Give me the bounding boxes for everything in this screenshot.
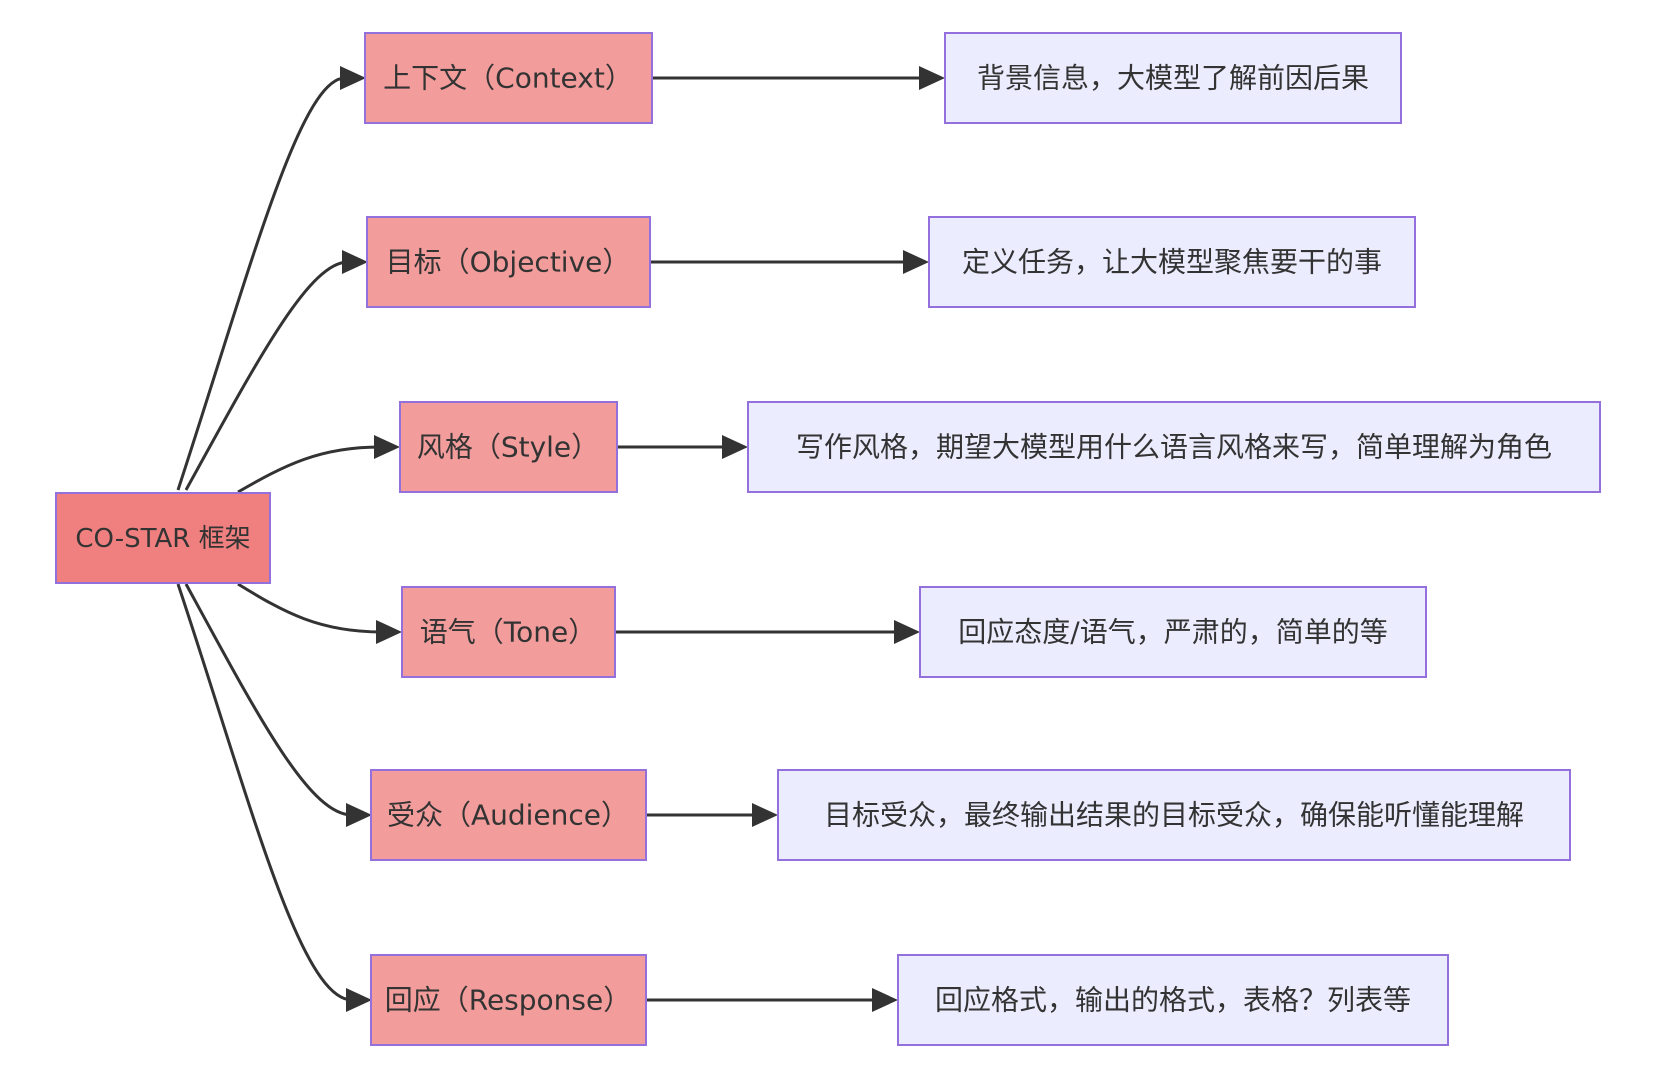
desc-response[interactable]: 回应格式，输出的格式，表格？列表等 bbox=[897, 954, 1449, 1046]
desc-tone-text: 回应态度/语气，严肃的，简单的等 bbox=[958, 616, 1387, 649]
arrowhead-root-audience bbox=[346, 803, 372, 827]
node-style-label: 风格（Style） bbox=[417, 431, 599, 464]
edge-root-context bbox=[176, 76, 346, 491]
desc-style-text: 写作风格，期望大模型用什么语言风格来写，简单理解为角色 bbox=[796, 431, 1552, 464]
node-response-label: 回应（Response） bbox=[385, 984, 631, 1017]
node-audience[interactable]: 受众（Audience） bbox=[370, 769, 647, 861]
arrowhead-objective-desc bbox=[903, 250, 929, 274]
arrowhead-root-objective bbox=[342, 250, 368, 274]
node-response[interactable]: 回应（Response） bbox=[370, 954, 647, 1046]
arrowhead-tone-desc bbox=[894, 620, 920, 644]
edge-root-style bbox=[237, 445, 381, 494]
desc-context[interactable]: 背景信息，大模型了解前因后果 bbox=[944, 32, 1402, 124]
arrowhead-context-desc bbox=[919, 66, 945, 90]
leaf-edges bbox=[615, 66, 945, 1012]
desc-objective[interactable]: 定义任务，让大模型聚焦要干的事 bbox=[928, 216, 1416, 308]
node-style[interactable]: 风格（Style） bbox=[399, 401, 618, 493]
edge-root-objective bbox=[184, 260, 349, 491]
node-objective[interactable]: 目标（Objective） bbox=[366, 216, 651, 308]
desc-audience[interactable]: 目标受众，最终输出结果的目标受众，确保能听懂能理解 bbox=[777, 769, 1571, 861]
desc-style[interactable]: 写作风格，期望大模型用什么语言风格来写，简单理解为角色 bbox=[747, 401, 1601, 493]
arrowhead-root-context bbox=[340, 66, 366, 90]
node-context-label: 上下文（Context） bbox=[383, 62, 633, 95]
desc-context-text: 背景信息，大模型了解前因后果 bbox=[977, 62, 1369, 95]
desc-audience-text: 目标受众，最终输出结果的目标受众，确保能听懂能理解 bbox=[824, 799, 1524, 832]
arrowhead-audience-desc bbox=[752, 803, 778, 827]
desc-response-text: 回应格式，输出的格式，表格？列表等 bbox=[935, 984, 1411, 1017]
arrowhead-response-desc bbox=[872, 988, 898, 1012]
arrowhead-style-desc bbox=[722, 435, 748, 459]
arrowhead-root-style bbox=[374, 435, 400, 459]
root-edges bbox=[176, 66, 402, 1012]
root-label: CO-STAR 框架 bbox=[75, 524, 250, 554]
arrowhead-root-tone bbox=[376, 620, 402, 644]
arrowhead-root-response bbox=[346, 988, 372, 1012]
node-context[interactable]: 上下文（Context） bbox=[364, 32, 653, 124]
edge-root-audience bbox=[184, 583, 353, 817]
root-node[interactable]: CO-STAR 框架 bbox=[55, 492, 271, 584]
node-objective-label: 目标（Objective） bbox=[386, 246, 631, 279]
node-audience-label: 受众（Audience） bbox=[387, 799, 629, 832]
node-tone-label: 语气（Tone） bbox=[420, 616, 596, 649]
node-tone[interactable]: 语气（Tone） bbox=[401, 586, 616, 678]
desc-tone[interactable]: 回应态度/语气，严肃的，简单的等 bbox=[919, 586, 1427, 678]
edge-root-response bbox=[176, 583, 353, 1002]
desc-objective-text: 定义任务，让大模型聚焦要干的事 bbox=[962, 246, 1382, 279]
edge-root-tone bbox=[237, 582, 383, 634]
